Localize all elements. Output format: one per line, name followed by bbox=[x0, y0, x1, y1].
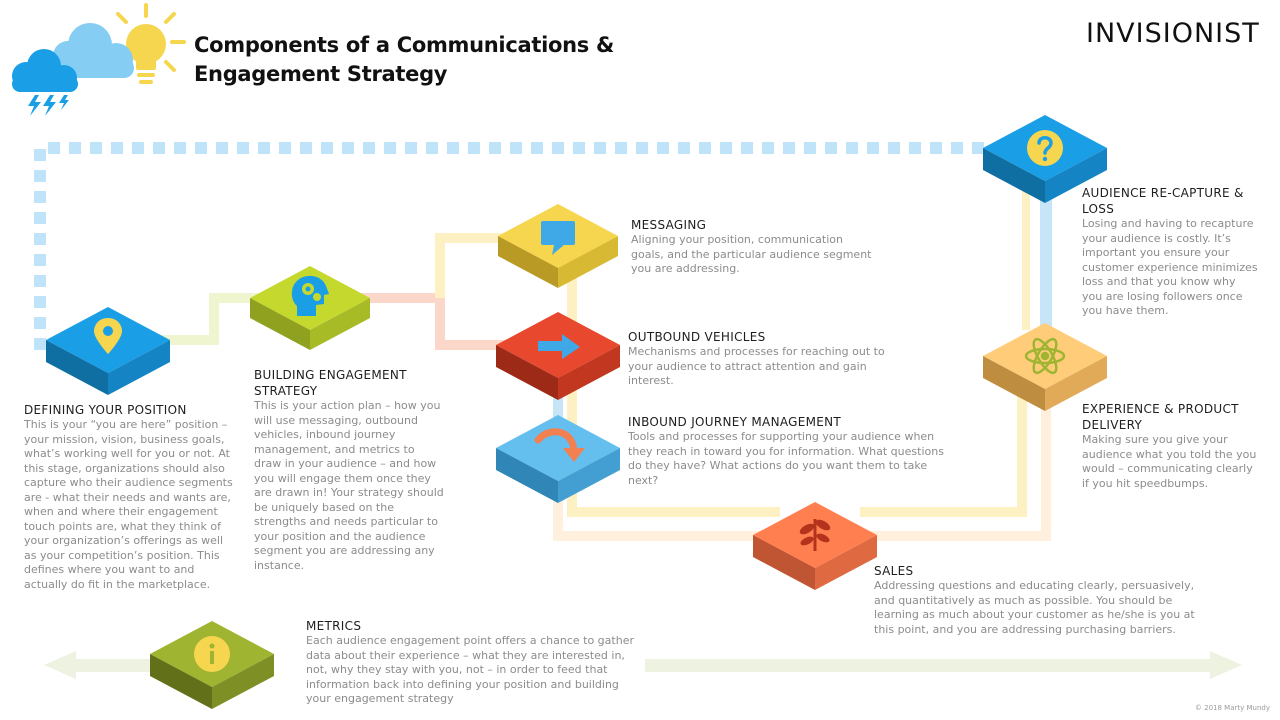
tile-recapture bbox=[983, 115, 1107, 203]
building-strategy-block: BUILDING ENGAGEMENT STRATEGY This is you… bbox=[254, 367, 444, 573]
defining-position-block: DEFINING YOUR POSITION This is your “you… bbox=[24, 402, 234, 592]
cloud-icon bbox=[53, 23, 134, 78]
experience-body: Making sure you give your audience what … bbox=[1082, 433, 1257, 490]
metrics-arrow bbox=[44, 651, 1242, 679]
metrics-block: METRICS Each audience engagement point o… bbox=[306, 618, 636, 707]
defining-position-heading: DEFINING YOUR POSITION bbox=[24, 403, 187, 417]
path-sales-experience bbox=[860, 380, 1051, 541]
curved-arrow-icon bbox=[534, 428, 585, 462]
experience-heading: EXPERIENCE & PRODUCT DELIVERY bbox=[1082, 402, 1239, 432]
sales-block: SALES Addressing questions and educating… bbox=[874, 563, 1204, 637]
messaging-heading: MESSAGING bbox=[631, 218, 707, 232]
info-icon bbox=[194, 636, 230, 672]
outbound-vehicles-heading: OUTBOUND VEHICLES bbox=[628, 330, 766, 344]
tile-inbound bbox=[496, 415, 620, 503]
path-building-outbound bbox=[330, 293, 530, 350]
tile-building bbox=[250, 266, 370, 350]
atom-icon bbox=[1024, 337, 1066, 375]
question-mark-icon bbox=[1027, 130, 1063, 166]
experience-block: EXPERIENCE & PRODUCT DELIVERY Making sur… bbox=[1082, 401, 1262, 491]
defining-position-body: This is your “you are here” position – y… bbox=[24, 418, 233, 591]
tile-messaging bbox=[498, 204, 618, 288]
sprout-icon bbox=[799, 519, 831, 551]
outbound-vehicles-block: OUTBOUND VEHICLES Mechanisms and process… bbox=[628, 329, 903, 389]
metrics-body: Each audience engagement point offers a … bbox=[306, 634, 634, 705]
inbound-journey-block: INBOUND JOURNEY MANAGEMENT Tools and pro… bbox=[628, 414, 946, 488]
inbound-journey-body: Tools and processes for supporting your … bbox=[628, 430, 944, 487]
speech-bubble-icon bbox=[541, 221, 575, 255]
outbound-vehicles-body: Mechanisms and processes for reaching ou… bbox=[628, 345, 885, 387]
messaging-body: Aligning your position, communication go… bbox=[631, 233, 872, 275]
tile-metrics bbox=[150, 621, 274, 709]
messaging-block: MESSAGING Aligning your position, commun… bbox=[631, 217, 876, 277]
inbound-journey-heading: INBOUND JOURNEY MANAGEMENT bbox=[628, 415, 842, 429]
building-strategy-body: This is your action plan – how you will … bbox=[254, 399, 444, 572]
storm-cloud-icon bbox=[12, 49, 78, 92]
building-strategy-heading: BUILDING ENGAGEMENT STRATEGY bbox=[254, 368, 407, 398]
metrics-heading: METRICS bbox=[306, 619, 362, 633]
sales-heading: SALES bbox=[874, 564, 914, 578]
dashed-return-path bbox=[34, 142, 990, 350]
recapture-block: AUDIENCE RE-CAPTURE & LOSS Losing and ha… bbox=[1082, 185, 1258, 319]
sales-body: Addressing questions and educating clear… bbox=[874, 579, 1195, 636]
weather-idea-illustration bbox=[12, 3, 186, 116]
recapture-heading: AUDIENCE RE-CAPTURE & LOSS bbox=[1082, 186, 1244, 216]
arrow-right-icon bbox=[538, 334, 580, 359]
head-gears-icon bbox=[291, 275, 329, 316]
lightning-icon bbox=[28, 95, 69, 116]
recapture-body: Losing and having to recapture your audi… bbox=[1082, 217, 1258, 317]
path-sales-experience-inner bbox=[860, 380, 1027, 517]
tile-outbound bbox=[496, 312, 620, 400]
tile-defining bbox=[46, 307, 170, 395]
tile-sales bbox=[753, 502, 877, 590]
invisionist-logo: INVISIONIST bbox=[1086, 18, 1260, 49]
tile-experience bbox=[983, 323, 1107, 411]
page-title: Components of a Communications & Engagem… bbox=[194, 33, 614, 86]
lightbulb-icon bbox=[116, 3, 186, 84]
map-pin-icon bbox=[94, 318, 122, 354]
copyright-notice: © 2018 Marty Mundy bbox=[1194, 704, 1270, 712]
